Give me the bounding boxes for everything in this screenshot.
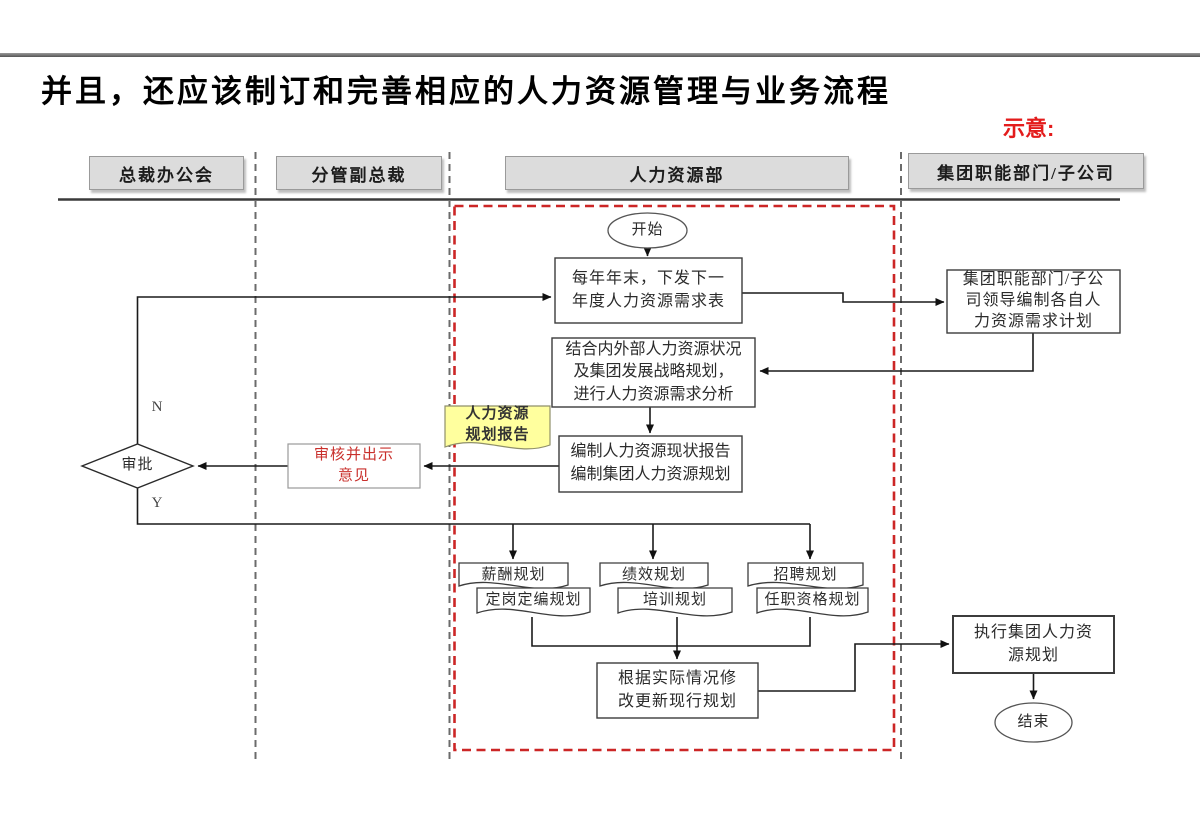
demand-analysis-label: 结合内外部人力资源状况 及集团发展战略规划， 进行人力资源需求分析: [565, 341, 742, 403]
issue-demand-form-label: 每年年末，下发下一 年度人力资源需求表: [571, 269, 725, 310]
revise-update-plan-label: 根据实际情况修 改更新现行规划: [617, 669, 737, 710]
lane-header-hr-department: 人力资源部: [505, 156, 849, 190]
edge-approval-yes-trunk: [136, 488, 810, 525]
salary-plan-label: 薪酬规划: [481, 566, 546, 583]
subsidiary-demand-plan-box: [946, 269, 1121, 334]
approval-yes-label: Y: [151, 495, 163, 512]
lane-header-subsidiaries: 集团职能部门/子公司: [908, 153, 1144, 189]
staffing-plan-label: 定岗定编规划: [485, 591, 582, 608]
subsidiary-demand-plan-label: 集团职能部门/子公 司领导编制各自人 力资源需求计划: [962, 271, 1105, 330]
recruitment-plan-label: 招聘规划: [773, 566, 838, 583]
page-title: 并且，还应该制订和完善相应的人力资源管理与业务流程: [41, 74, 891, 109]
edge-approval-no-loop: [136, 293, 552, 444]
schematic-label: 示意:: [1003, 116, 1055, 141]
edge-issue-to-subsidiary: [742, 292, 945, 306]
staffing-plan-doc: [476, 587, 591, 617]
approval-label: 审批: [121, 457, 154, 474]
recruitment-plan-doc: [747, 562, 864, 590]
end-label: 结束: [1017, 713, 1050, 730]
edge-plans-converge: [531, 617, 811, 647]
execute-group-plan-box: [952, 615, 1115, 674]
approval-diamond: [80, 443, 195, 489]
compile-reports-box: [558, 435, 743, 493]
performance-plan-doc: [599, 562, 709, 590]
compile-reports-label: 编制人力资源现状报告 编制集团人力资源规划: [570, 443, 731, 483]
hr-scope-dashed-outline: [453, 204, 896, 752]
performance-plan-label: 绩效规划: [621, 566, 686, 583]
demand-analysis-box: [551, 337, 756, 408]
hr-plan-report-note: [444, 405, 551, 450]
revise-update-plan-box: [596, 662, 759, 719]
start-oval: [607, 212, 688, 249]
review-opinion-label: 审核并出示 意见: [313, 446, 394, 484]
hr-plan-report-note-label: 人力资源 规划报告: [465, 405, 530, 443]
qualification-plan-label: 任职资格规划: [764, 591, 861, 608]
lane-header-vice-president: 分管副总裁: [276, 156, 442, 190]
salary-plan-doc: [458, 562, 569, 590]
edge-subsidiary-to-analysis: [759, 333, 1034, 375]
lane-header-president-office: 总裁办公会: [89, 156, 244, 190]
end-oval: [994, 702, 1073, 743]
training-plan-doc: [617, 587, 733, 617]
edge-revise-to-execute: [758, 640, 950, 692]
training-plan-label: 培训规划: [642, 591, 707, 608]
connectors: [136, 247, 1038, 700]
start-label: 开始: [631, 221, 664, 238]
issue-demand-form-box: [554, 257, 743, 324]
review-opinion-box: [287, 443, 421, 489]
qualification-plan-doc: [756, 587, 869, 617]
approval-no-label: N: [151, 399, 163, 416]
top-divider: [0, 53, 1200, 57]
execute-group-plan-label: 执行集团人力资 源规划: [973, 623, 1093, 664]
